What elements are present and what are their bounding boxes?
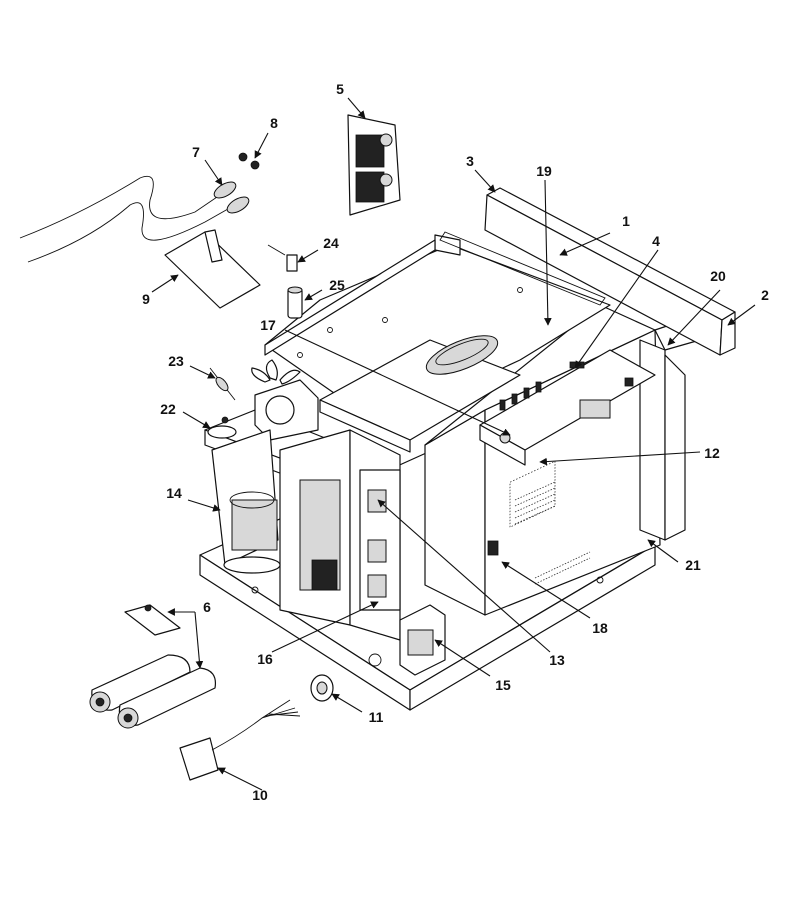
callout-6: 6 (203, 599, 211, 615)
callout-7: 7 (192, 144, 200, 160)
latch-switches (359, 469, 401, 611)
callout-1: 1 (622, 213, 630, 229)
callout-16: 16 (257, 651, 273, 667)
part-5-switch-bracket (347, 114, 401, 216)
part-22-thermal-cutout (207, 416, 237, 439)
callout-12: 12 (704, 445, 720, 461)
callout-2: 2 (761, 287, 769, 303)
part-10-power-cord (179, 699, 301, 781)
callout-20: 20 (710, 268, 726, 284)
callout-14: 14 (166, 485, 182, 501)
callout-5: 5 (336, 81, 344, 97)
callout-17: 17 (260, 317, 276, 333)
front-frame (639, 314, 701, 541)
callout-21: 21 (685, 557, 701, 573)
callout-11: 11 (369, 709, 384, 725)
door-trim-strip (484, 187, 736, 356)
vent-slots (514, 481, 591, 585)
waveguide-cover (319, 335, 521, 453)
leader-lines (151, 97, 756, 791)
part-11-grommet (310, 674, 334, 702)
callout-25: 25 (329, 277, 345, 293)
callout-23: 23 (168, 353, 184, 369)
callout-19: 19 (536, 163, 552, 179)
part-23-diode (209, 367, 236, 401)
callout-18: 18 (592, 620, 608, 636)
part-24-fuse (267, 244, 298, 272)
part-8-screws (238, 152, 260, 170)
callout-4: 4 (652, 233, 660, 249)
part-6-capacitors (89, 604, 217, 729)
callout-22: 22 (160, 401, 176, 417)
noise-filter (399, 604, 446, 676)
callout-labels: 1 2 3 4 5 6 7 8 9 10 11 12 13 14 15 16 1… (142, 81, 769, 803)
part-9-bracket (164, 229, 261, 309)
callout-8: 8 (270, 115, 278, 131)
part-25-fuse-holder (287, 286, 303, 319)
callout-15: 15 (495, 677, 511, 693)
fan-blades (251, 359, 301, 385)
transformer (211, 429, 281, 574)
callout-10: 10 (252, 787, 268, 803)
callout-13: 13 (549, 652, 565, 668)
callout-3: 3 (466, 153, 474, 169)
callout-24: 24 (323, 235, 339, 251)
callout-9: 9 (142, 291, 150, 307)
part-7-wire-harness (19, 175, 250, 263)
fan-motor (251, 359, 319, 441)
